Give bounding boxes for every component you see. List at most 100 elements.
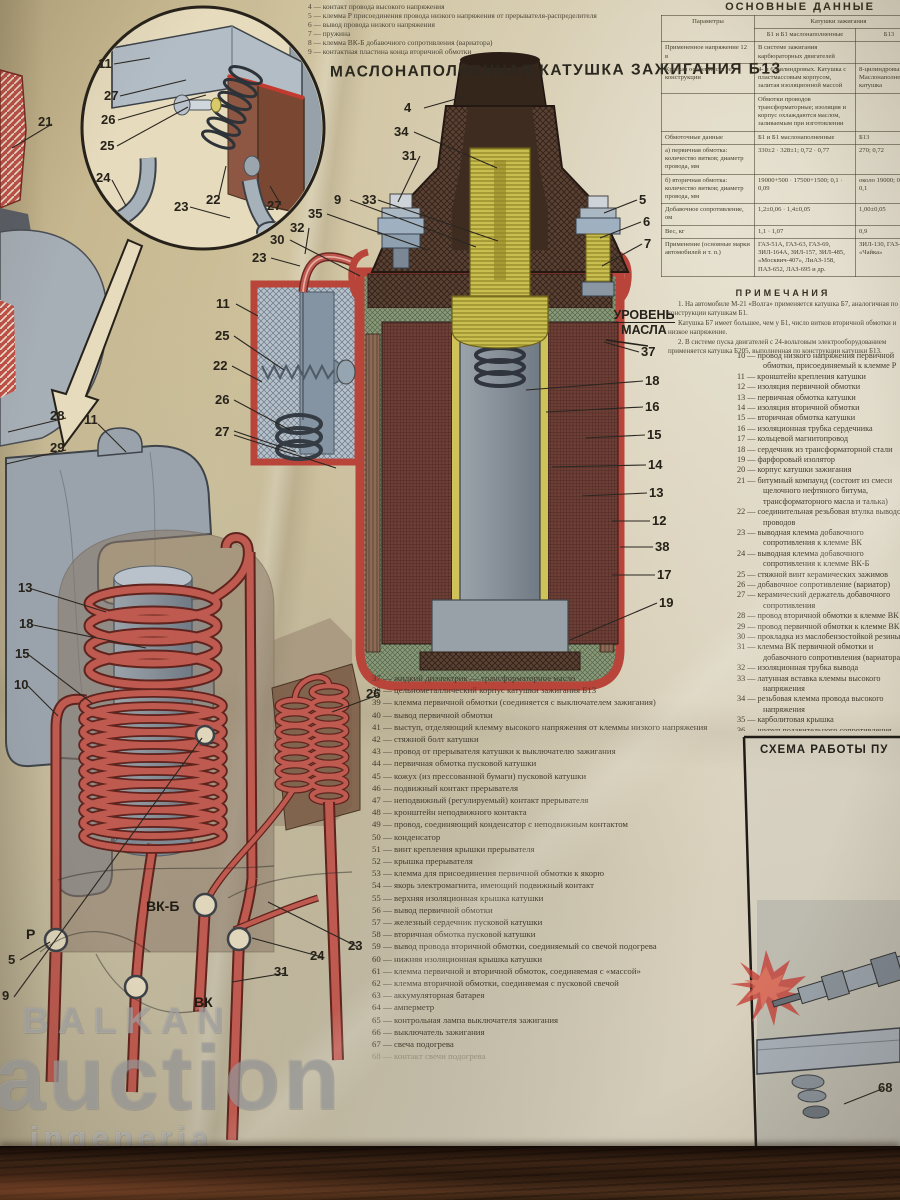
part-number-label: 9 xyxy=(334,192,342,207)
legend-item: 49провод, соединяющий конденсатор с непо… xyxy=(372,818,722,830)
part-number-label: 31 xyxy=(402,148,417,163)
part-number-label: 22 xyxy=(206,192,221,207)
part-number-label: 15 xyxy=(647,427,662,442)
part-number-label: 25 xyxy=(100,138,115,153)
legend-item: 28провод вторичной обмотки к клемме ВК xyxy=(737,611,900,621)
schema-panel-title: СХЕМА РАБОТЫ ПУ xyxy=(760,744,889,756)
leader-lines xyxy=(5,57,883,1105)
legend-item: 58вторичная обмотка пусковой катушки xyxy=(372,928,722,940)
part-number-label: 26 xyxy=(215,392,230,407)
legend-item: 54якорь электромагнита, имеющий подвижны… xyxy=(372,879,722,891)
part-number-label: 27 xyxy=(104,88,119,103)
legend-item: 33латунная вставка клеммы высокого напря… xyxy=(737,674,900,695)
table-row: б) вторичная обмотка: количество витков;… xyxy=(661,173,900,205)
legend-item: 32изоляционная трубка вывода xyxy=(737,663,900,673)
part-number-label: 13 xyxy=(18,580,33,595)
part-number-label: 11 xyxy=(98,56,112,71)
part-number-label: 6 xyxy=(643,214,651,229)
part-number-label: 33 xyxy=(362,192,377,207)
legend-item: 16изоляционная трубка сердечника xyxy=(737,424,900,434)
legend-item: 25стяжной винт керамических зажимов xyxy=(737,570,900,580)
legend-item: 9контактная пластина конца вторичной обм… xyxy=(308,47,680,57)
part-number-label: 23 xyxy=(174,199,189,214)
coil-cutaway-drawing xyxy=(348,52,649,691)
table-sub2: Б13 xyxy=(855,28,900,43)
legend-item: 20корпус катушки зажигания xyxy=(737,465,900,475)
variator-inset-drawing xyxy=(50,5,326,449)
part-number-label: 28 xyxy=(50,408,65,423)
legend-item: 12изоляция первичной обмотки xyxy=(737,382,900,392)
legend-item: 66выключатель зажигания xyxy=(372,1026,722,1038)
legend-item: 34резьбовая клемма провода высокого напр… xyxy=(737,694,900,715)
part-number-label: 14 xyxy=(648,457,663,472)
part-number-label: 24 xyxy=(96,170,111,185)
legend-item: 50конденсатор xyxy=(372,831,722,843)
part-number-label: 38 xyxy=(655,539,670,554)
legend-item: 30прокладка из маслобензостойкой резины xyxy=(737,632,900,642)
part-number-label: 9 xyxy=(2,988,10,1003)
legend-item: 5клемма Р присоединения провода низкого … xyxy=(308,11,680,21)
table-sub1: Б1 и Б1 маслонаполненные xyxy=(754,28,856,43)
legend-item: 22соединительная резьбовая втулка выводо… xyxy=(737,507,900,528)
part-number-label: 5 xyxy=(8,952,16,967)
legend-item: 10провод низкого напряжения первичной об… xyxy=(737,351,900,372)
winding-schematic-drawing xyxy=(39,529,361,1141)
part-number-label: 35 xyxy=(308,206,323,221)
part-number-label: 12 xyxy=(652,513,667,528)
legend-item: 52крышка прерывателя xyxy=(372,855,722,867)
legend-item: 42стяжной болт катушки xyxy=(372,733,722,745)
legend-item: 23выводная клемма добавочного сопротивле… xyxy=(737,528,900,549)
part-number-label: 27 xyxy=(215,424,230,439)
legend-item: 59вывод провода вторичной обмотки, соеди… xyxy=(372,940,722,952)
legend-item: 67свеча подогрева xyxy=(372,1038,722,1050)
right-legend: 10провод низкого напряжения первичной об… xyxy=(737,351,900,731)
bottom-legend: 37жидкий диэлектрик — трансформаторное м… xyxy=(372,672,722,1140)
terminal-label: ВК xyxy=(194,994,213,1010)
legend-item: 15вторичная обмотка катушки xyxy=(737,413,900,423)
legend-item: 63аккумуляторная батарея xyxy=(372,989,722,1001)
part-number-label: 11 xyxy=(216,296,230,311)
part-number-label: 68 xyxy=(878,1080,893,1095)
legend-item: 68контакт свечи подогрева xyxy=(372,1050,722,1062)
part-number-label: 37 xyxy=(641,344,656,359)
legend-item: 18сердечник из трансформаторной стали xyxy=(737,445,900,455)
part-number-label: 23 xyxy=(252,250,267,265)
part-number-label: 13 xyxy=(649,485,664,500)
legend-item: 64амперметр xyxy=(372,1001,722,1013)
legend-item: 29провод первичной обмотки к клемме ВК xyxy=(737,622,900,632)
part-number-label: 24 xyxy=(310,948,325,963)
legend-item: 53клемма для присоединения первичной обм… xyxy=(372,867,722,879)
terminal-label: ВК-Б xyxy=(146,898,180,914)
legend-item: 57железный сердечник пусковой катушки xyxy=(372,916,722,928)
legend-item: 4контакт провода высокого напряжения xyxy=(308,3,680,12)
legend-item: 26добавочное сопротивление (вариатор) xyxy=(737,580,900,590)
part-number-label: 23 xyxy=(348,938,363,953)
legend-item: 14изоляция вторичной обмотки xyxy=(737,403,900,413)
legend-item: 13первичная обмотка катушки xyxy=(737,393,900,403)
part-number-label: 5 xyxy=(639,192,647,207)
legend-item: 31клемма ВК первичной обмотки и добавочн… xyxy=(737,642,900,663)
part-number-label: 22 xyxy=(213,358,228,373)
part-number-label: 25 xyxy=(215,328,230,343)
wood-table-surface xyxy=(0,1146,900,1200)
note-paragraph: Катушка Б7 имеет большее, чем у Б1, числ… xyxy=(668,319,897,336)
part-number-label: 19 xyxy=(659,595,674,610)
legend-item: 46подвижный контакт прерывателя xyxy=(372,782,722,794)
terminal-label: Р xyxy=(26,926,36,942)
part-number-label: 34 xyxy=(394,124,409,139)
resistor-section-drawing xyxy=(250,252,362,466)
legend-item: 44первичная обмотка пусковой катушки xyxy=(372,757,722,769)
glow-plug-drawing xyxy=(730,735,900,1149)
legend-item: 8клемма ВК-Б добавочного сопротивления (… xyxy=(308,38,680,48)
table-row: Применение (основные марки автомобилей и… xyxy=(661,237,900,277)
part-number-label: 26 xyxy=(366,686,381,701)
legend-item: 61клемма первичной и вторичной обмоток, … xyxy=(372,965,722,977)
part-number-label: 11 xyxy=(84,412,98,427)
